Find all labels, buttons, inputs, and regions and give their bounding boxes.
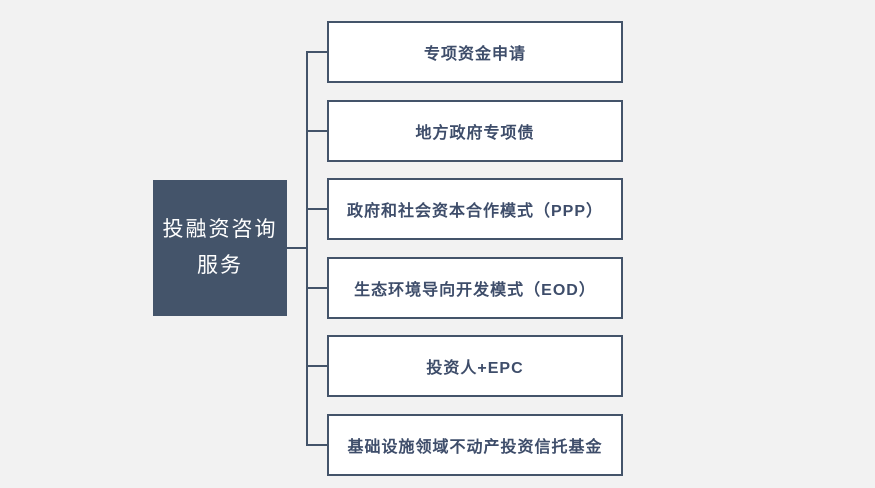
connector-branch-stub bbox=[306, 287, 327, 289]
branch-node: 专项资金申请 bbox=[327, 21, 623, 83]
branch-node: 投资人+EPC bbox=[327, 335, 623, 397]
branch-node: 地方政府专项债 bbox=[327, 100, 623, 162]
connector-trunk bbox=[306, 51, 308, 446]
root-node: 投融资咨询服务 bbox=[153, 180, 287, 316]
branch-node: 生态环境导向开发模式（EOD） bbox=[327, 257, 623, 319]
connector-root-link bbox=[287, 247, 306, 249]
connector-branch-stub bbox=[306, 208, 327, 210]
connector-branch-stub bbox=[306, 365, 327, 367]
branch-node: 政府和社会资本合作模式（PPP） bbox=[327, 178, 623, 240]
connector-branch-stub bbox=[306, 51, 327, 53]
connector-branch-stub bbox=[306, 130, 327, 132]
branch-node: 基础设施领域不动产投资信托基金 bbox=[327, 414, 623, 476]
connector-branch-stub bbox=[306, 444, 327, 446]
